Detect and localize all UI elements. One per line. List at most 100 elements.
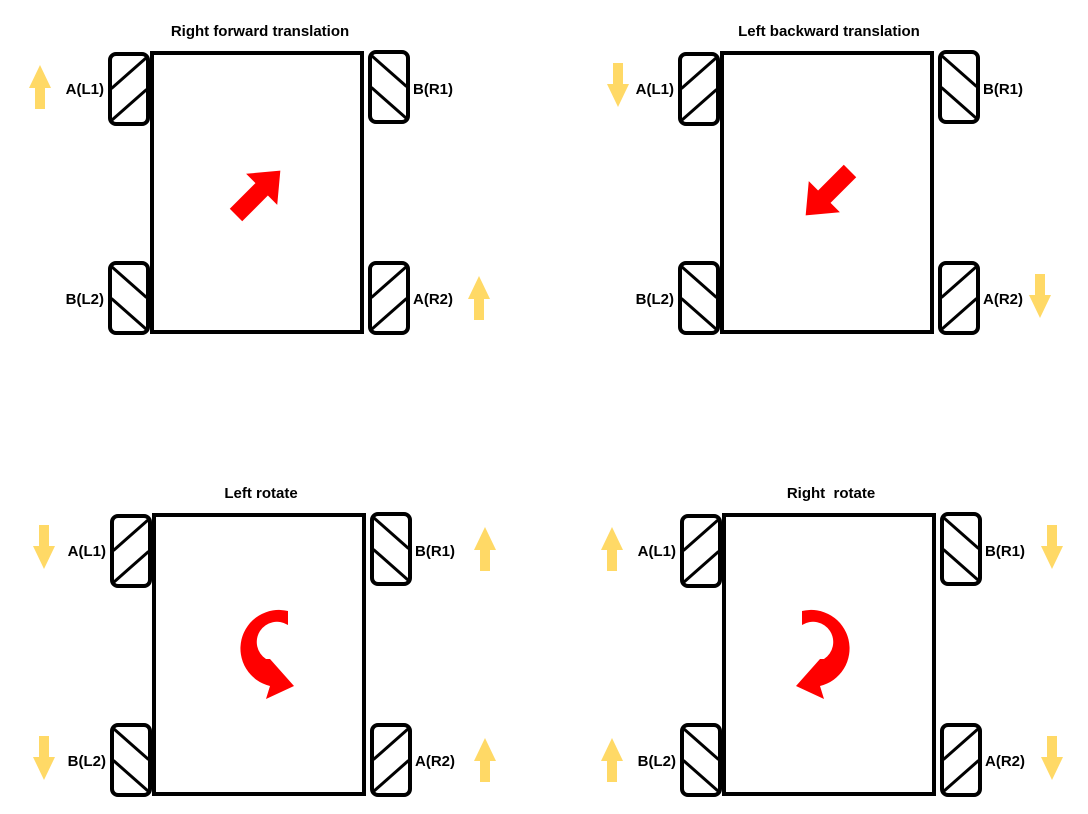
arrow-up-icon [474,738,496,782]
roller-line [682,550,720,584]
roller-line [372,548,410,582]
roller-line [942,727,980,761]
motion-indicator [240,609,294,699]
arrow-down-icon [1041,525,1063,569]
roller-line [112,518,150,552]
roller-line [680,56,718,90]
roller-line [112,550,150,584]
roller-line [940,54,978,88]
roller-line [112,759,150,793]
wheel-label: B(R1) [983,81,1023,98]
wheel-label: B(L2) [66,291,104,308]
wheel-label: B(L2) [638,753,676,770]
arrow-down-icon [607,63,629,107]
arrow-up-icon [29,65,51,109]
mecanum-wheel: A(R2) [940,723,1063,797]
arrow-up-icon [474,527,496,571]
arrow-down-icon [1041,736,1063,780]
roller-line [940,265,978,299]
mecanum-wheel: A(R2) [368,261,490,335]
roller-line [372,516,410,550]
wheel-label: A(R2) [983,291,1023,308]
roller-line [370,54,408,88]
wheel-body [678,261,720,335]
mecanum-wheel: A(R2) [938,261,1051,335]
wheel-label: A(L1) [636,81,674,98]
roller-line [942,759,980,793]
wheel-label: A(L1) [68,543,106,560]
wheel-body [938,261,980,335]
wheel-label: A(L1) [638,543,676,560]
roller-line [110,297,148,331]
mecanum-wheel: A(L1) [29,52,150,126]
arrow-up-icon [601,738,623,782]
panel-title: Left rotate [224,485,297,502]
roller-line [370,297,408,331]
roller-line [940,86,978,120]
arrow-down-icon [1029,274,1051,318]
mecanum-wheel: B(R1) [368,50,453,124]
wheel-label: A(R2) [985,753,1025,770]
panel-title: Right rotate [787,485,875,502]
arrow-up-icon [601,527,623,571]
mecanum-wheel: B(L2) [33,723,152,797]
roller-line [372,727,410,761]
rotate-clockwise-icon [796,609,850,699]
wheel-body [938,50,980,124]
roller-line [370,265,408,299]
mecanum-wheel: B(R1) [938,50,1023,124]
roller-line [680,265,718,299]
wheel-body [110,723,152,797]
panel-title: Left backward translation [738,23,920,40]
roller-line [940,297,978,331]
wheel-label: A(L1) [66,81,104,98]
roller-line [110,56,148,90]
wheel-body [368,261,410,335]
mecanum-wheel: B(L2) [66,261,150,335]
wheel-body [108,52,150,126]
wheel-body [678,52,720,126]
rotate-counterclockwise-icon [240,609,294,699]
roller-line [680,297,718,331]
wheel-label: B(L2) [68,753,106,770]
roller-line [372,759,410,793]
arrow-down-icon [33,736,55,780]
mecanum-wheel: B(R1) [370,512,496,586]
wheel-body [370,723,412,797]
wheel-body [370,512,412,586]
wheel-body [680,723,722,797]
panel-title: Right forward translation [171,23,349,40]
wheel-label: B(R1) [415,543,455,560]
mecanum-wheel: A(L1) [33,514,152,588]
wheel-label: B(R1) [413,81,453,98]
wheel-body [680,514,722,588]
mecanum-wheel: B(L2) [601,723,722,797]
mecanum-wheel: B(L2) [636,261,720,335]
roller-line [112,727,150,761]
wheel-label: B(R1) [985,543,1025,560]
roller-line [110,265,148,299]
roller-line [370,86,408,120]
mecanum-wheel: A(R2) [370,723,496,797]
roller-line [682,727,720,761]
roller-line [682,759,720,793]
roller-line [942,548,980,582]
wheel-body [940,723,982,797]
mecanum-wheel: A(L1) [601,514,722,588]
roller-line [942,516,980,550]
wheel-body [110,514,152,588]
mecanum-wheel: B(R1) [940,512,1063,586]
arrow-up-icon [468,276,490,320]
wheel-label: B(L2) [636,291,674,308]
wheel-body [108,261,150,335]
roller-line [682,518,720,552]
roller-line [680,88,718,122]
mecanum-wheel: A(L1) [607,52,720,126]
wheel-label: A(R2) [415,753,455,770]
roller-line [110,88,148,122]
